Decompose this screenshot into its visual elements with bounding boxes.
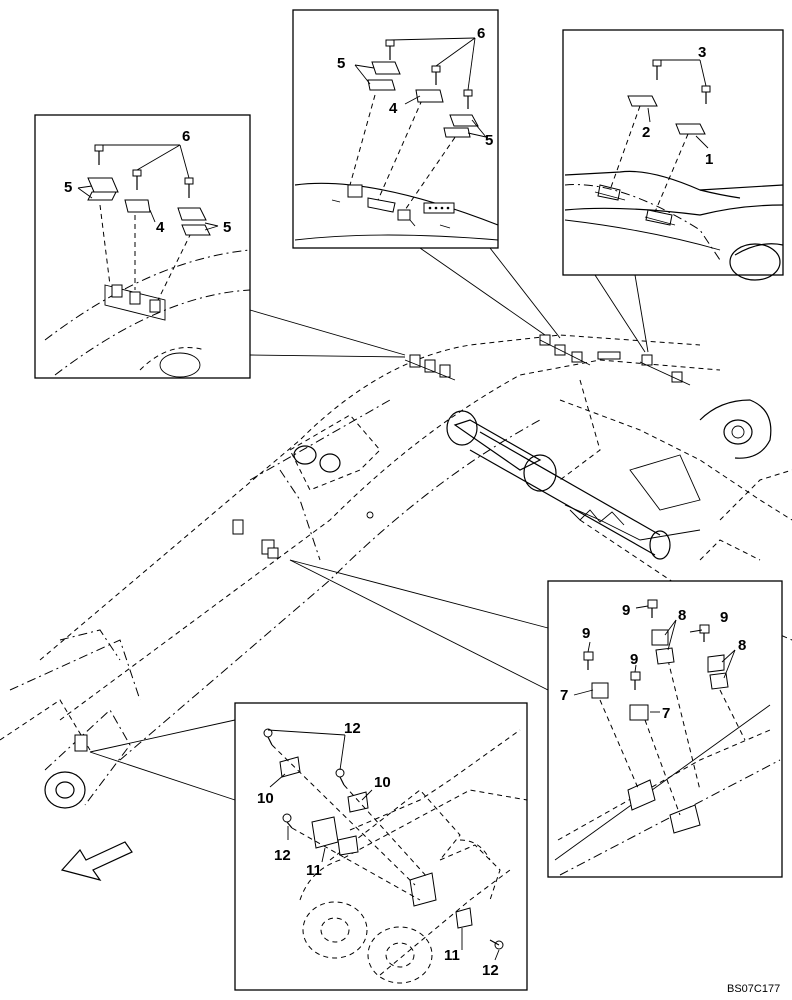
boom-clamp-foot: [74, 734, 88, 752]
detail-top-right: 3 2 1: [562, 29, 784, 353]
boom-clamp-top-right: [639, 354, 691, 386]
callout-9: 9: [582, 625, 590, 642]
callout-10: 10: [374, 774, 391, 791]
detail-lower-center: 12 10 10 12 11 11 12: [89, 702, 528, 991]
callout-7: 7: [560, 687, 568, 704]
callout-12: 12: [482, 962, 499, 979]
front-direction-arrow-icon: [60, 841, 133, 881]
detail-lower-right: 9 8 9 9 8 9 7 7 8: [289, 559, 783, 878]
boom-clamp-mid: [232, 519, 279, 559]
callout-5: 5: [337, 55, 345, 72]
callout-5: 5: [64, 179, 72, 196]
callout-9: 9: [630, 651, 638, 668]
callout-5: 5: [223, 219, 231, 236]
boom-clamp-top-center: [539, 334, 621, 366]
callout-12: 12: [344, 720, 361, 737]
callout-11: 11: [306, 862, 322, 879]
callout-11: 11: [444, 947, 460, 964]
callout-4: 4: [156, 219, 165, 236]
figure-code: BS07C177: [727, 983, 780, 995]
callout-7: 7: [662, 705, 670, 722]
detail-top-left: 6 5 4 5: [34, 114, 406, 379]
bolt-icon: [385, 39, 473, 109]
bolt-icon: [583, 599, 710, 690]
bolt-icon: [263, 728, 504, 950]
callout-9: 9: [622, 602, 630, 619]
callout-6: 6: [182, 128, 190, 145]
callout-1: 1: [705, 151, 713, 168]
boom-clamp-top-left: [404, 354, 456, 381]
callout-8: 8: [678, 607, 686, 624]
callout-9: 9: [720, 609, 728, 626]
callout-10: 10: [257, 790, 274, 807]
boom-assembly: [0, 334, 792, 809]
callout-8: 8: [738, 637, 746, 654]
callout-2: 2: [642, 124, 650, 141]
callout-12: 12: [274, 847, 291, 864]
callout-6: 6: [477, 25, 485, 42]
detail-top-center: 6 5 4 5: [292, 9, 561, 339]
callout-5: 5: [485, 132, 493, 149]
callout-3: 3: [698, 44, 706, 61]
callout-4: 4: [389, 100, 398, 117]
